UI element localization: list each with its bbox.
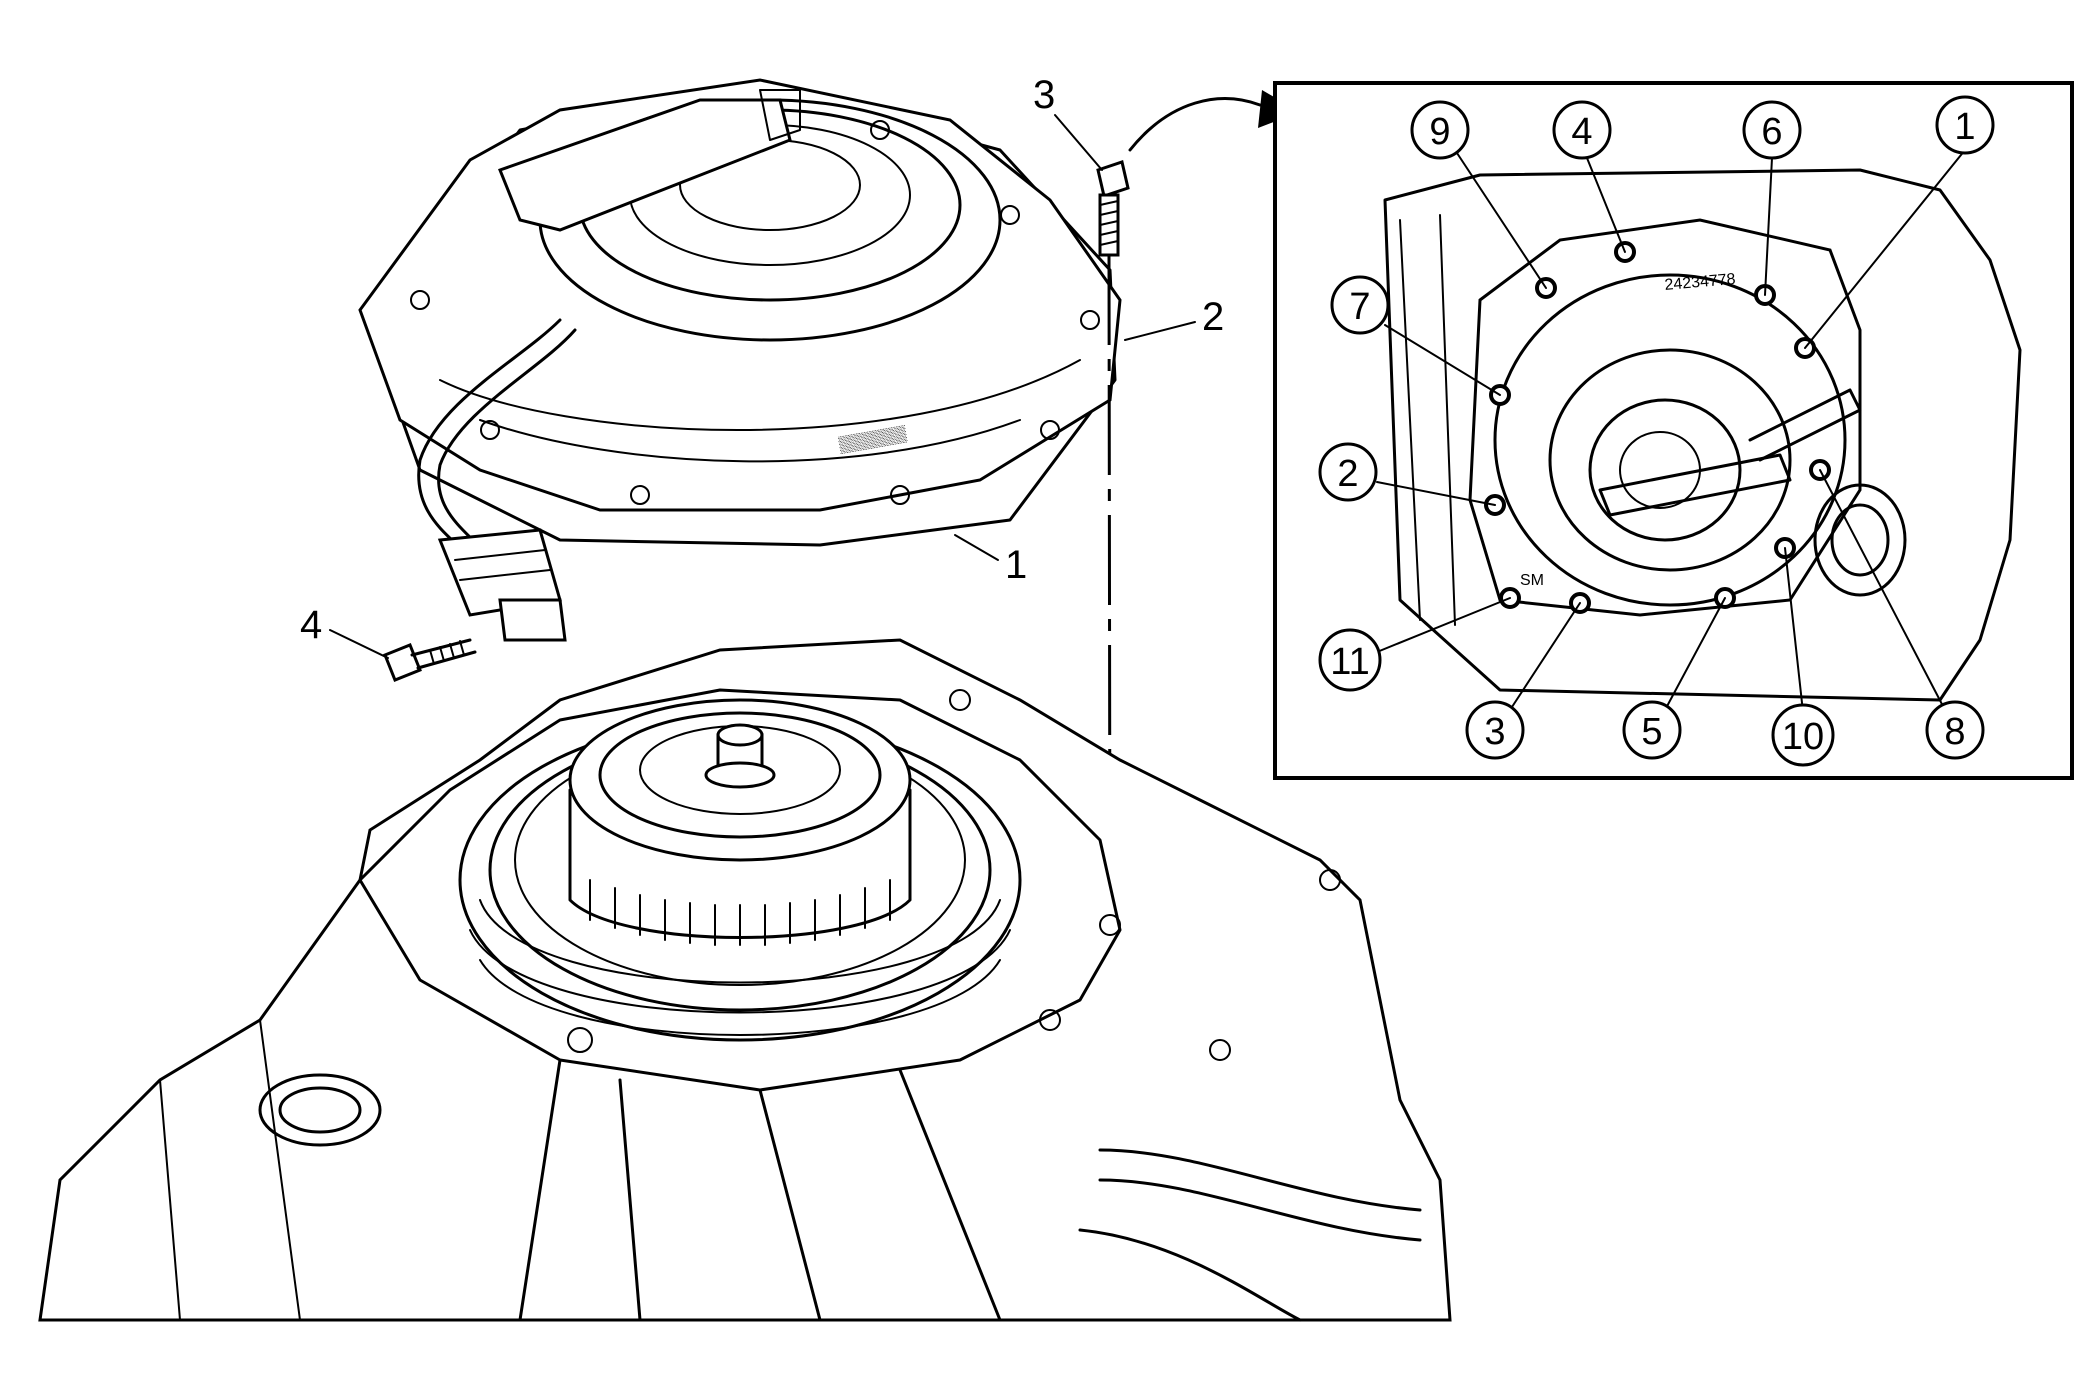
inset-callout-6: 6 <box>1742 100 1802 160</box>
cover-bolt-holes <box>410 100 1100 505</box>
svg-text:4: 4 <box>300 603 322 647</box>
svg-text:3: 3 <box>1484 711 1505 753</box>
inset-callouts: 9 4 6 1 7 2 11 <box>1318 95 1995 767</box>
inset-arrow <box>1128 97 1262 152</box>
clutch-spline-teeth <box>589 879 891 946</box>
svg-text:10: 10 <box>1782 716 1824 758</box>
inset-callout-3: 3 <box>1465 700 1525 760</box>
svg-text:11: 11 <box>1330 641 1369 683</box>
side-cover-assembly: ▒▒▒▒▒▒ <box>358 78 1122 547</box>
inset-callout-10: 10 <box>1771 703 1835 767</box>
svg-text:5: 5 <box>1641 711 1662 753</box>
svg-text:8: 8 <box>1944 711 1965 753</box>
inset-callout-1: 1 <box>1935 95 1995 155</box>
inset-detail-view: 24234778 SM <box>1273 81 2074 780</box>
inset-callout-2: 2 <box>1318 442 1378 502</box>
harness-bracket-bolt <box>383 638 477 682</box>
svg-text:4: 4 <box>1571 111 1592 153</box>
inset-callout-5: 5 <box>1622 700 1682 760</box>
svg-text:9: 9 <box>1429 111 1450 153</box>
svg-text:6: 6 <box>1761 111 1782 153</box>
inset-callout-8: 8 <box>1925 700 1985 760</box>
callout-main-2: 2 <box>1124 295 1224 341</box>
callout-main-3: 3 <box>1033 73 1103 171</box>
inset-callout-9: 9 <box>1410 100 1470 160</box>
svg-text:1: 1 <box>1954 106 1975 148</box>
callout-main-4: 4 <box>300 603 389 659</box>
inset-logo-stamp: SM <box>1520 572 1544 589</box>
main-callouts: 1 2 3 4 <box>300 73 1224 659</box>
inset-callout-7: 7 <box>1330 275 1390 335</box>
inset-leader-lines <box>1376 149 1966 713</box>
transmission-case <box>38 638 1452 1322</box>
svg-text:7: 7 <box>1349 286 1370 328</box>
svg-text:1: 1 <box>1005 543 1027 587</box>
wiring-harness <box>417 318 577 642</box>
svg-text:3: 3 <box>1033 73 1055 117</box>
callout-main-1: 1 <box>954 534 1027 587</box>
inset-part-number-stamp: 24234778 <box>1664 271 1736 294</box>
inset-callout-4: 4 <box>1552 100 1612 160</box>
svg-text:2: 2 <box>1337 453 1358 495</box>
svg-text:2: 2 <box>1202 295 1224 339</box>
inset-callout-11: 11 <box>1318 628 1382 692</box>
